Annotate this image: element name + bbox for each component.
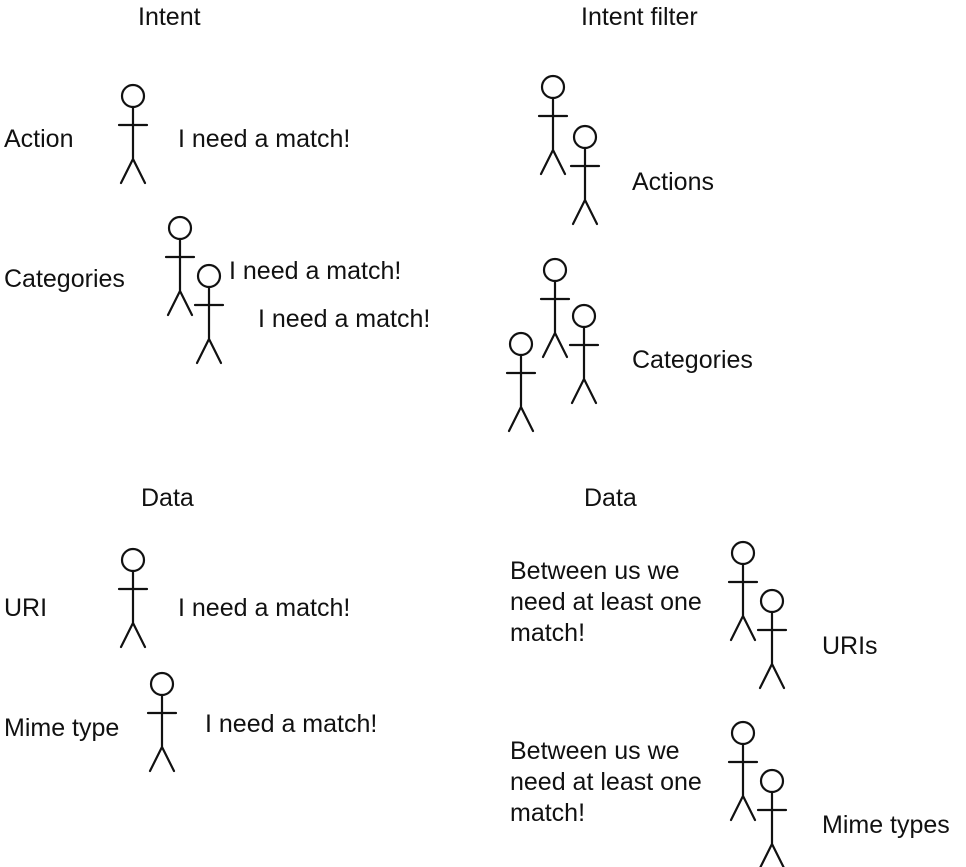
figure-body <box>756 790 788 867</box>
filter-mime-figure-1 <box>727 720 759 822</box>
figure-head <box>730 720 756 746</box>
categories-speech-2: I need a match! <box>258 305 431 333</box>
filter-categories-label: Categories <box>632 346 753 374</box>
figure-body <box>727 742 759 822</box>
figure-body <box>164 237 196 317</box>
figure-head <box>167 215 193 241</box>
filter-category-figure-1 <box>539 257 571 359</box>
figure-head <box>508 331 534 357</box>
categories-label: Categories <box>4 265 125 293</box>
heading-intent-filter: Intent filter <box>581 3 698 31</box>
figure-head <box>149 671 175 697</box>
action-label: Action <box>4 125 74 153</box>
mime-shared-speech: Between us we need at least one match! <box>510 737 702 827</box>
figure-body <box>569 146 601 226</box>
data-mime-figure <box>146 671 178 773</box>
intent-category-figure-1 <box>164 215 196 317</box>
intent-action-figure <box>117 83 149 185</box>
filter-uri-figure-2 <box>756 588 788 690</box>
figure-body <box>505 353 537 433</box>
figure-body <box>117 569 149 649</box>
intent-category-figure-2 <box>193 263 225 365</box>
filter-actions-label: Actions <box>632 168 714 196</box>
action-speech: I need a match! <box>178 125 351 153</box>
filter-category-figure-3 <box>505 331 537 433</box>
heading-intent-data: Data <box>141 484 194 512</box>
figure-body <box>537 96 569 176</box>
figure-head <box>572 124 598 150</box>
filter-mime-figure-2 <box>756 768 788 867</box>
mime-speech: I need a match! <box>205 710 378 738</box>
figure-body <box>539 279 571 359</box>
mime-label: Mime type <box>4 714 120 742</box>
figure-head <box>196 263 222 289</box>
figure-body <box>117 105 149 185</box>
figure-body <box>193 285 225 365</box>
figure-head <box>542 257 568 283</box>
figure-body <box>568 325 600 405</box>
heading-filter-data: Data <box>584 484 637 512</box>
heading-intent: Intent <box>138 3 201 31</box>
mime-types-label: Mime types <box>822 811 950 839</box>
figure-head <box>759 588 785 614</box>
figure-head <box>540 74 566 100</box>
figure-body <box>146 693 178 773</box>
figure-head <box>120 547 146 573</box>
uri-speech: I need a match! <box>178 594 351 622</box>
figure-body <box>756 610 788 690</box>
filter-category-figure-2 <box>568 303 600 405</box>
uri-label: URI <box>4 594 48 622</box>
filter-uri-figure-1 <box>727 540 759 642</box>
figure-head <box>759 768 785 794</box>
uris-shared-speech: Between us we need at least one match! <box>510 557 702 647</box>
figure-body <box>727 562 759 642</box>
categories-speech-1: I need a match! <box>229 257 402 285</box>
data-uri-figure <box>117 547 149 649</box>
filter-action-figure-1 <box>537 74 569 176</box>
figure-head <box>571 303 597 329</box>
figure-head <box>120 83 146 109</box>
filter-action-figure-2 <box>569 124 601 226</box>
figure-head <box>730 540 756 566</box>
uris-label: URIs <box>822 632 878 660</box>
